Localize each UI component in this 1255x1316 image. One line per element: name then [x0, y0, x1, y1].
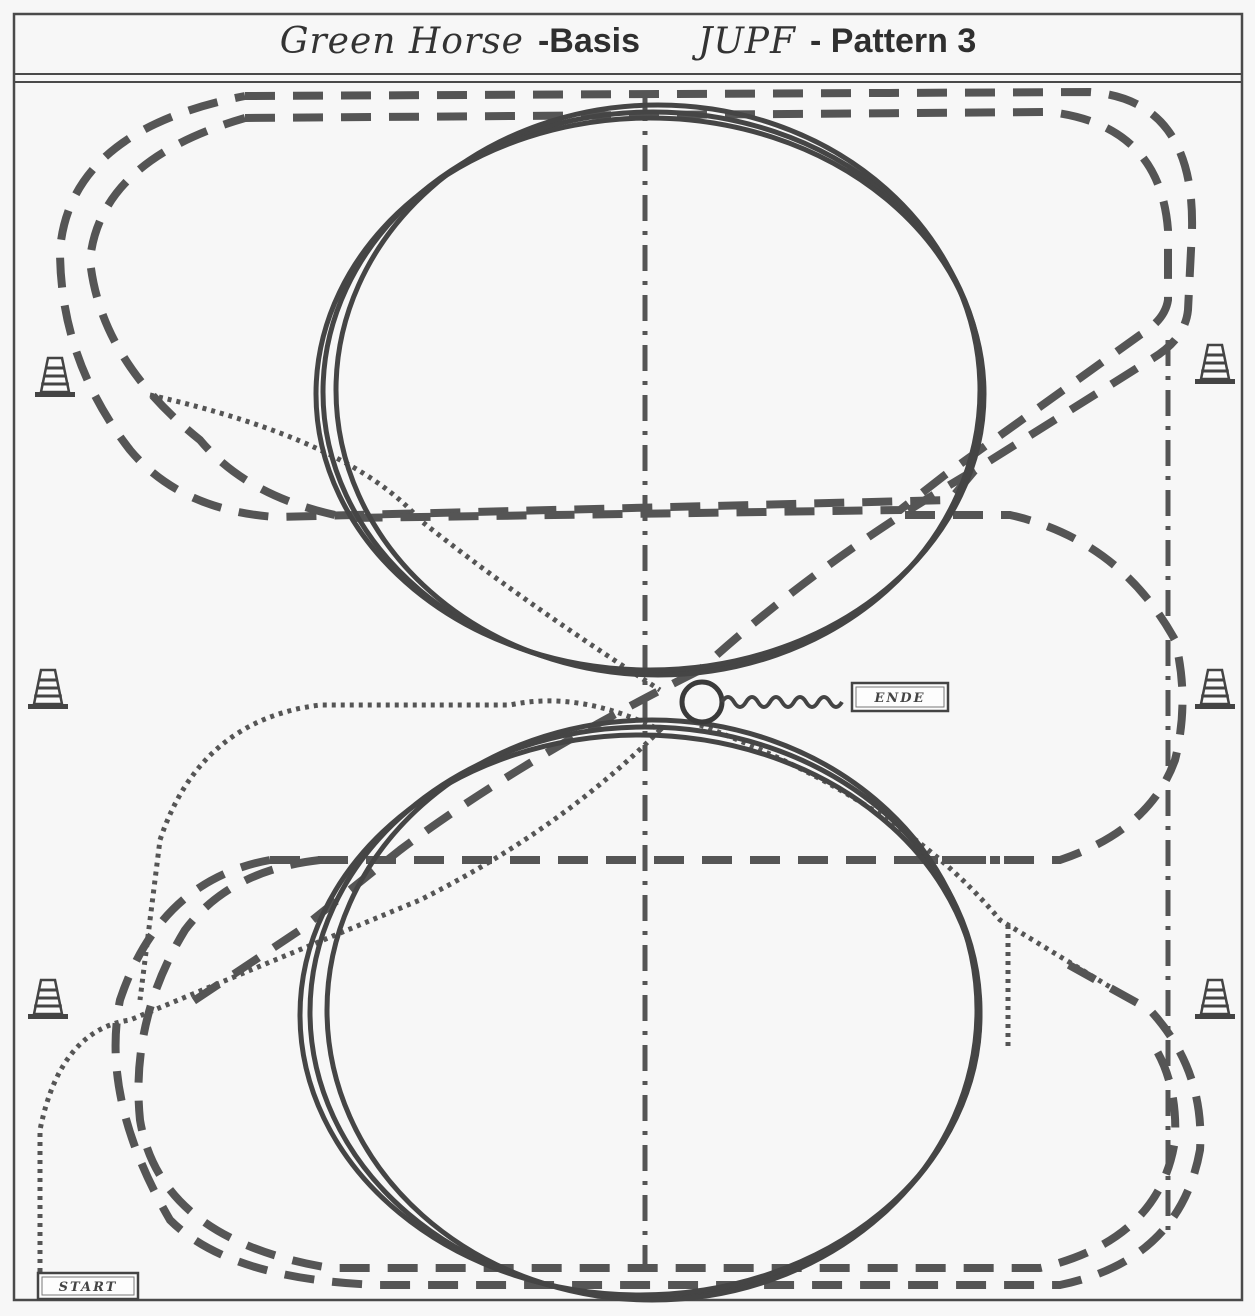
- dotted-path-start-curve: [37, 698, 665, 1290]
- start-marker: START: [36, 1271, 140, 1301]
- circle-upper-3: [313, 115, 987, 673]
- outer-border: [12, 12, 1244, 1302]
- title-handwritten-2: JUPF: [698, 20, 797, 62]
- dashed-path-top-loop-inner: [85, 107, 1172, 523]
- dashed-diagonal-top-to-center: [697, 466, 978, 673]
- start-label: START: [59, 1280, 118, 1295]
- cone-icon: [1195, 343, 1235, 384]
- title-printed-2: - Pattern 3: [810, 21, 977, 60]
- dashed-path-bottom-loop-inner: [134, 856, 1180, 1272]
- cone-icon: [28, 668, 68, 709]
- circle-lower-2: [324, 717, 980, 1303]
- cone-icon: [1195, 978, 1235, 1019]
- dotted-path-top-diagonal: [149, 392, 662, 693]
- title-printed-1: -Basis: [537, 21, 641, 60]
- page-title: Green Horse -Basis JUPF - Pattern 3: [14, 14, 1242, 68]
- cone-icon: [28, 978, 68, 1019]
- dashed-path-bottom-loop-outer: [111, 856, 1205, 1289]
- cone-icon: [1195, 668, 1235, 709]
- wavy-line-to-end: [720, 695, 844, 709]
- cone-icon: [35, 356, 75, 397]
- dashed-diagonal-center-to-bottom: [177, 666, 702, 1014]
- circle-lower-3: [297, 732, 983, 1298]
- title-handwritten-1: Green Horse: [279, 20, 524, 62]
- center-marker-circle: [679, 679, 725, 725]
- end-marker: ENDE: [850, 681, 950, 713]
- end-label: ENDE: [874, 691, 926, 706]
- dashed-path-top-loop-outer: [55, 87, 1197, 522]
- circle-upper-2: [333, 102, 983, 678]
